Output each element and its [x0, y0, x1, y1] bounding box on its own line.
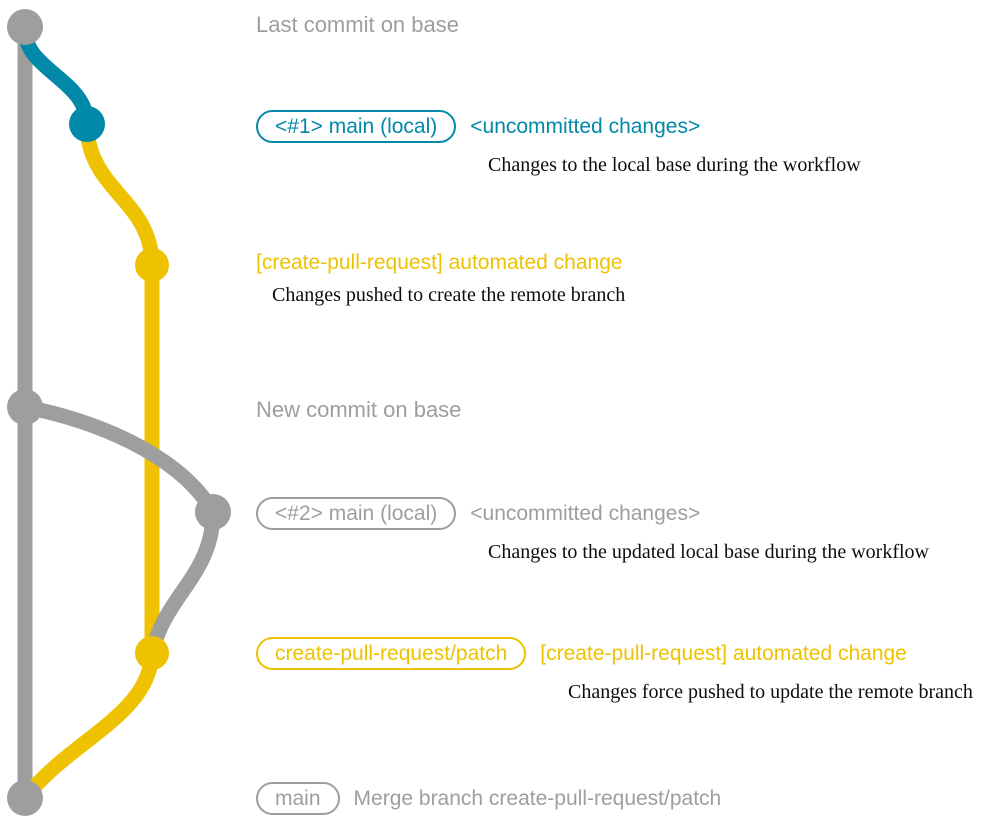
commit-description: Changes pushed to create the remote bran…: [272, 284, 626, 306]
section-headline: New commit on base: [256, 397, 462, 422]
commit-description: Changes to the updated local base during…: [488, 541, 929, 563]
commit-subject: [create-pull-request] automated change: [256, 251, 623, 274]
commit-subject: <uncommitted changes>: [470, 115, 701, 138]
node-base-3: [7, 780, 43, 816]
commit-row-remote-commit-2: create-pull-request/patch [create-pull-re…: [256, 637, 973, 702]
edge-local2-to-remote2: [144, 504, 221, 661]
node-local-1: [69, 106, 105, 142]
commit-row-last-commit-on-base: Last commit on base: [256, 14, 459, 36]
commit-description: Changes force pushed to update the remot…: [568, 681, 973, 703]
commit-subject: <uncommitted changes>: [470, 502, 701, 525]
node-remote-2: [135, 636, 169, 670]
commit-row-local-commit-1: <#1> main (local) <uncommitted changes> Ch…: [256, 110, 861, 175]
edge-remote2-to-base3: [17, 645, 160, 806]
branch-badge[interactable]: main: [256, 782, 340, 815]
node-remote-1: [135, 248, 169, 282]
commit-headline: <#2> main (local) <uncommitted changes>: [256, 497, 929, 530]
branch-badge[interactable]: <#2> main (local): [256, 497, 457, 530]
commit-row-local-commit-2: <#2> main (local) <uncommitted changes> Ch…: [256, 497, 929, 562]
branch-badge[interactable]: create-pull-request/patch: [256, 637, 527, 670]
commit-headline: <#1> main (local) <uncommitted changes>: [256, 110, 861, 143]
commit-subject: [create-pull-request] automated change: [540, 642, 907, 665]
commit-description: Changes to the local base during the wor…: [488, 154, 861, 176]
section-headline: Last commit on base: [256, 12, 459, 37]
node-base-2: [7, 389, 43, 425]
commit-subject: Merge branch create-pull-request/patch: [353, 787, 722, 810]
commit-headline: create-pull-request/patch [create-pull-re…: [256, 637, 973, 670]
node-local-2: [195, 494, 231, 530]
edge-base2-to-local2: [17, 399, 221, 520]
commit-row-merge-commit: main Merge branch create-pull-request/pat…: [256, 782, 721, 815]
commit-row-new-commit-on-base: New commit on base: [256, 399, 461, 421]
node-base-1: [7, 9, 43, 45]
branch-badge[interactable]: <#1> main (local): [256, 110, 457, 143]
commit-headline: main Merge branch create-pull-request/pat…: [256, 782, 721, 815]
commit-headline: [create-pull-request] automated change: [256, 252, 625, 273]
edge-local1-to-remote1: [79, 116, 160, 273]
